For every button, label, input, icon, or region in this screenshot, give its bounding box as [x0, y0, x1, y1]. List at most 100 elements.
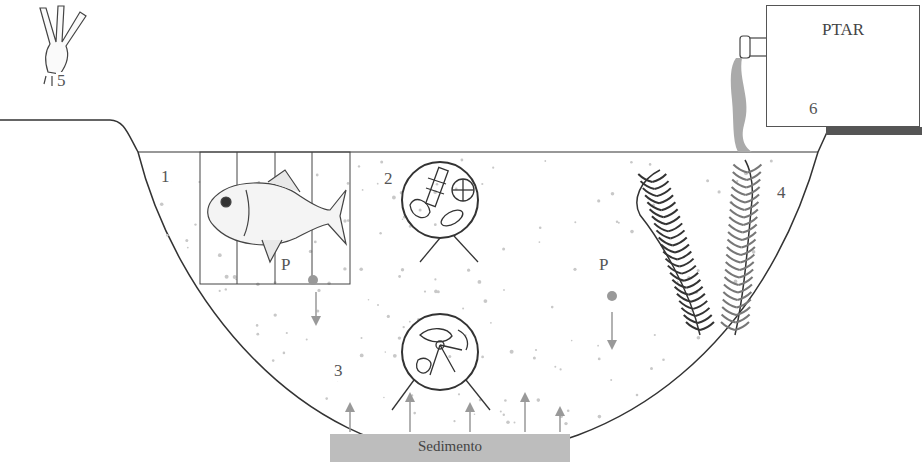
plant-leaf: [742, 240, 756, 248]
water-particle: [510, 350, 514, 354]
plant-leaf: [728, 240, 742, 248]
plant-leaf: [725, 277, 739, 285]
water-particle: [481, 183, 483, 185]
water-particle: [187, 247, 189, 249]
fish-cage: [200, 152, 350, 284]
plant-leaf: [659, 195, 673, 203]
water-particle: [306, 338, 308, 340]
water-particle: [500, 410, 502, 412]
water-particle: [564, 422, 567, 425]
water-particle: [597, 345, 599, 347]
plant-leaf: [742, 232, 756, 240]
water-particle: [490, 322, 492, 324]
callout-number: 5: [56, 72, 67, 91]
water-particle: [434, 278, 436, 280]
water-particle: [398, 275, 401, 278]
water-particle: [361, 337, 363, 339]
water-particle: [436, 183, 439, 186]
water-particle: [539, 226, 542, 229]
element-symbol: P: [598, 256, 609, 275]
plant-leaf: [691, 294, 705, 302]
plant-leaf: [677, 252, 691, 260]
basin-outline: [0, 120, 922, 456]
water-particle: [286, 332, 288, 334]
callout-number: 1: [160, 168, 171, 187]
water-particle: [385, 351, 387, 353]
water-particle: [358, 165, 360, 167]
macrophytes: [637, 160, 761, 335]
water-particle: [690, 310, 692, 312]
water-particle: [706, 179, 709, 182]
water-particle: [474, 414, 476, 416]
water-particle: [256, 333, 259, 336]
water-particle: [571, 340, 573, 342]
plant-leaf: [744, 210, 758, 218]
water-particle: [462, 308, 464, 310]
water-particle: [194, 223, 196, 225]
callout-number: 3: [333, 362, 344, 381]
plant-leaf: [738, 285, 752, 293]
water-particle: [598, 415, 602, 419]
plant-leaf: [733, 165, 747, 173]
water-particle: [610, 379, 612, 381]
plant-leaf: [673, 237, 687, 245]
callout-number: 6: [808, 100, 819, 119]
water-particle: [377, 183, 379, 185]
plant-leaf: [739, 270, 753, 278]
water-particle: [662, 359, 665, 362]
plant-leaf: [686, 280, 700, 288]
water-particle: [424, 291, 426, 293]
water-particle: [218, 253, 222, 257]
effluent-flow: [731, 58, 752, 152]
plant-leaf: [747, 172, 761, 180]
water-particle: [343, 267, 346, 270]
phosphorus-arrows: [308, 275, 617, 350]
water-particle: [458, 393, 460, 395]
water-particle: [697, 269, 700, 272]
plant-leaf: [728, 232, 742, 240]
water-particle: [649, 163, 652, 166]
water-particle: [554, 366, 556, 368]
plant-leaf: [724, 285, 738, 293]
water-particle: [718, 190, 721, 193]
plant-leaf: [725, 270, 739, 278]
water-particle: [616, 221, 618, 223]
water-particle: [380, 160, 383, 163]
plant-leaf: [652, 174, 666, 182]
water-particle: [535, 349, 537, 351]
plant-leaf: [740, 255, 754, 263]
water-particle: [539, 241, 541, 243]
water-particle: [274, 313, 277, 316]
plant-leaf: [664, 209, 678, 217]
water-particle: [225, 288, 227, 290]
plant-leaf: [727, 247, 741, 255]
plant-leaf: [698, 315, 712, 323]
water-particle: [484, 299, 488, 303]
plant-leaf: [743, 225, 757, 233]
plant-leaf: [726, 262, 740, 270]
fish-drawing: [208, 170, 346, 262]
plant-leaf: [737, 300, 751, 308]
water-particle: [402, 218, 404, 220]
water-particle: [368, 299, 370, 301]
plant-leaf: [670, 230, 684, 238]
plant-leaf: [682, 266, 696, 274]
plant-leaf: [729, 217, 743, 225]
water-particle: [398, 336, 401, 339]
water-particle: [325, 397, 328, 400]
plant-leaf: [675, 245, 689, 253]
water-particle: [317, 289, 320, 292]
water-particle: [533, 357, 536, 360]
water-particle: [502, 247, 505, 250]
element-symbol: P: [280, 256, 291, 275]
plant-leaf: [739, 277, 753, 285]
plant-leaf: [732, 180, 746, 188]
water-particle: [219, 290, 221, 292]
plant-leaf: [684, 273, 698, 281]
plant-leaf: [743, 217, 757, 225]
water-particle: [770, 160, 773, 163]
plant-leaf: [735, 322, 749, 330]
water-particle: [544, 160, 546, 162]
water-particle: [611, 192, 615, 196]
plant-leaf: [744, 202, 758, 210]
